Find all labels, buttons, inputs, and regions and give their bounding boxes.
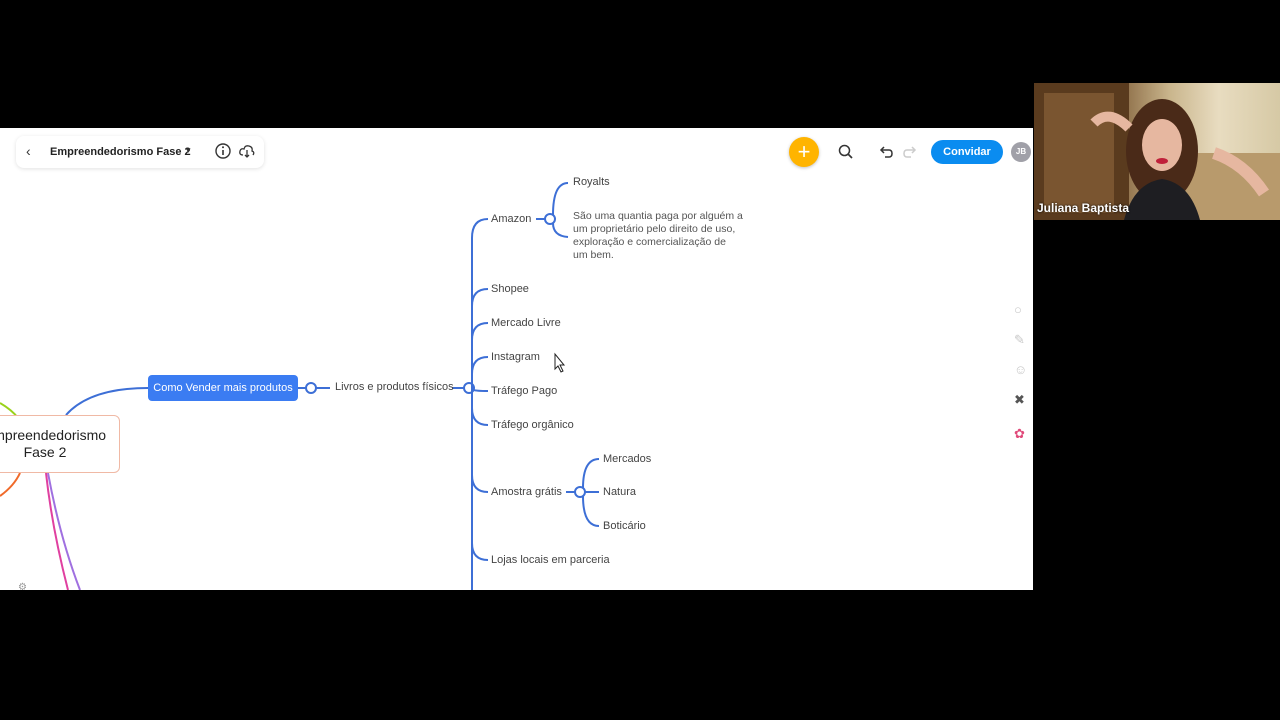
root-topic-line-1: Empreendedorismo bbox=[0, 427, 107, 443]
node-lojas-locais[interactable]: Lojas locais em parceria bbox=[491, 554, 610, 566]
chevron-left-icon[interactable]: ‹ bbox=[26, 143, 31, 159]
right-toolbar bbox=[826, 136, 1032, 168]
subtopic[interactable]: Livros e produtos físicos bbox=[335, 381, 454, 393]
search-icon[interactable] bbox=[837, 143, 855, 161]
main-topic[interactable]: Como Vender mais produtos bbox=[148, 375, 298, 401]
style-icon[interactable]: ✎ bbox=[1014, 332, 1025, 347]
node-trafego-pago[interactable]: Tráfego Pago bbox=[491, 385, 558, 397]
undo-icon[interactable] bbox=[877, 143, 895, 161]
emoji-icon[interactable]: ☺ bbox=[1014, 362, 1028, 377]
document-title[interactable]: Empreendedorismo Fase 2 bbox=[50, 146, 191, 158]
root-topic-line-2: Fase 2 bbox=[23, 444, 67, 460]
document-bar: ‹ Empreendedorismo Fase 2 ▾ bbox=[16, 136, 264, 168]
info-icon[interactable] bbox=[214, 142, 232, 160]
redo-icon[interactable] bbox=[901, 143, 919, 161]
side-toolbar: ○ ✎ ☺ ✖ ✿ bbox=[1008, 296, 1033, 456]
relationship-icon[interactable]: ✖ bbox=[1014, 392, 1025, 407]
node-instagram[interactable]: Instagram bbox=[491, 351, 540, 363]
bottom-toolbar: ⚙ bbox=[18, 582, 228, 590]
node-mercado-livre[interactable]: Mercado Livre bbox=[491, 317, 561, 329]
chevron-down-icon[interactable]: ▾ bbox=[186, 145, 191, 155]
cloud-download-icon[interactable] bbox=[238, 142, 256, 160]
participant-name: Juliana Baptista bbox=[1037, 201, 1130, 215]
webcam-video: Juliana Baptista bbox=[1034, 83, 1280, 220]
node-natura[interactable]: Natura bbox=[603, 486, 637, 498]
node-shopee[interactable]: Shopee bbox=[491, 283, 529, 295]
node-mercados[interactable]: Mercados bbox=[603, 453, 652, 465]
invite-button[interactable]: Convidar bbox=[931, 140, 1003, 164]
node-trafego-organico[interactable]: Tráfego orgânico bbox=[491, 419, 574, 431]
node-royalts-note[interactable]: São uma quantia paga por alguém a um pro… bbox=[573, 210, 743, 261]
theme-icon[interactable]: ✿ bbox=[1014, 426, 1025, 441]
participant-video-frame bbox=[1034, 83, 1280, 220]
node-amazon[interactable]: Amazon bbox=[491, 213, 532, 225]
avatar[interactable]: JB bbox=[1011, 142, 1031, 162]
mindmap-connectors bbox=[0, 182, 600, 590]
node-royalts[interactable]: Royalts bbox=[573, 176, 610, 188]
root-topic[interactable]: Empreendedorismo Fase 2 bbox=[0, 415, 120, 473]
add-button[interactable]: + bbox=[789, 137, 819, 167]
mindmap-app: ‹ Empreendedorismo Fase 2 ▾ + Convidar bbox=[0, 128, 1033, 590]
node-amostra-gratis[interactable]: Amostra grátis bbox=[491, 486, 562, 498]
map-icon[interactable]: ⚙ bbox=[18, 582, 27, 590]
node-boticario[interactable]: Boticário bbox=[603, 520, 646, 532]
layout-icon[interactable]: ○ bbox=[1014, 302, 1022, 317]
